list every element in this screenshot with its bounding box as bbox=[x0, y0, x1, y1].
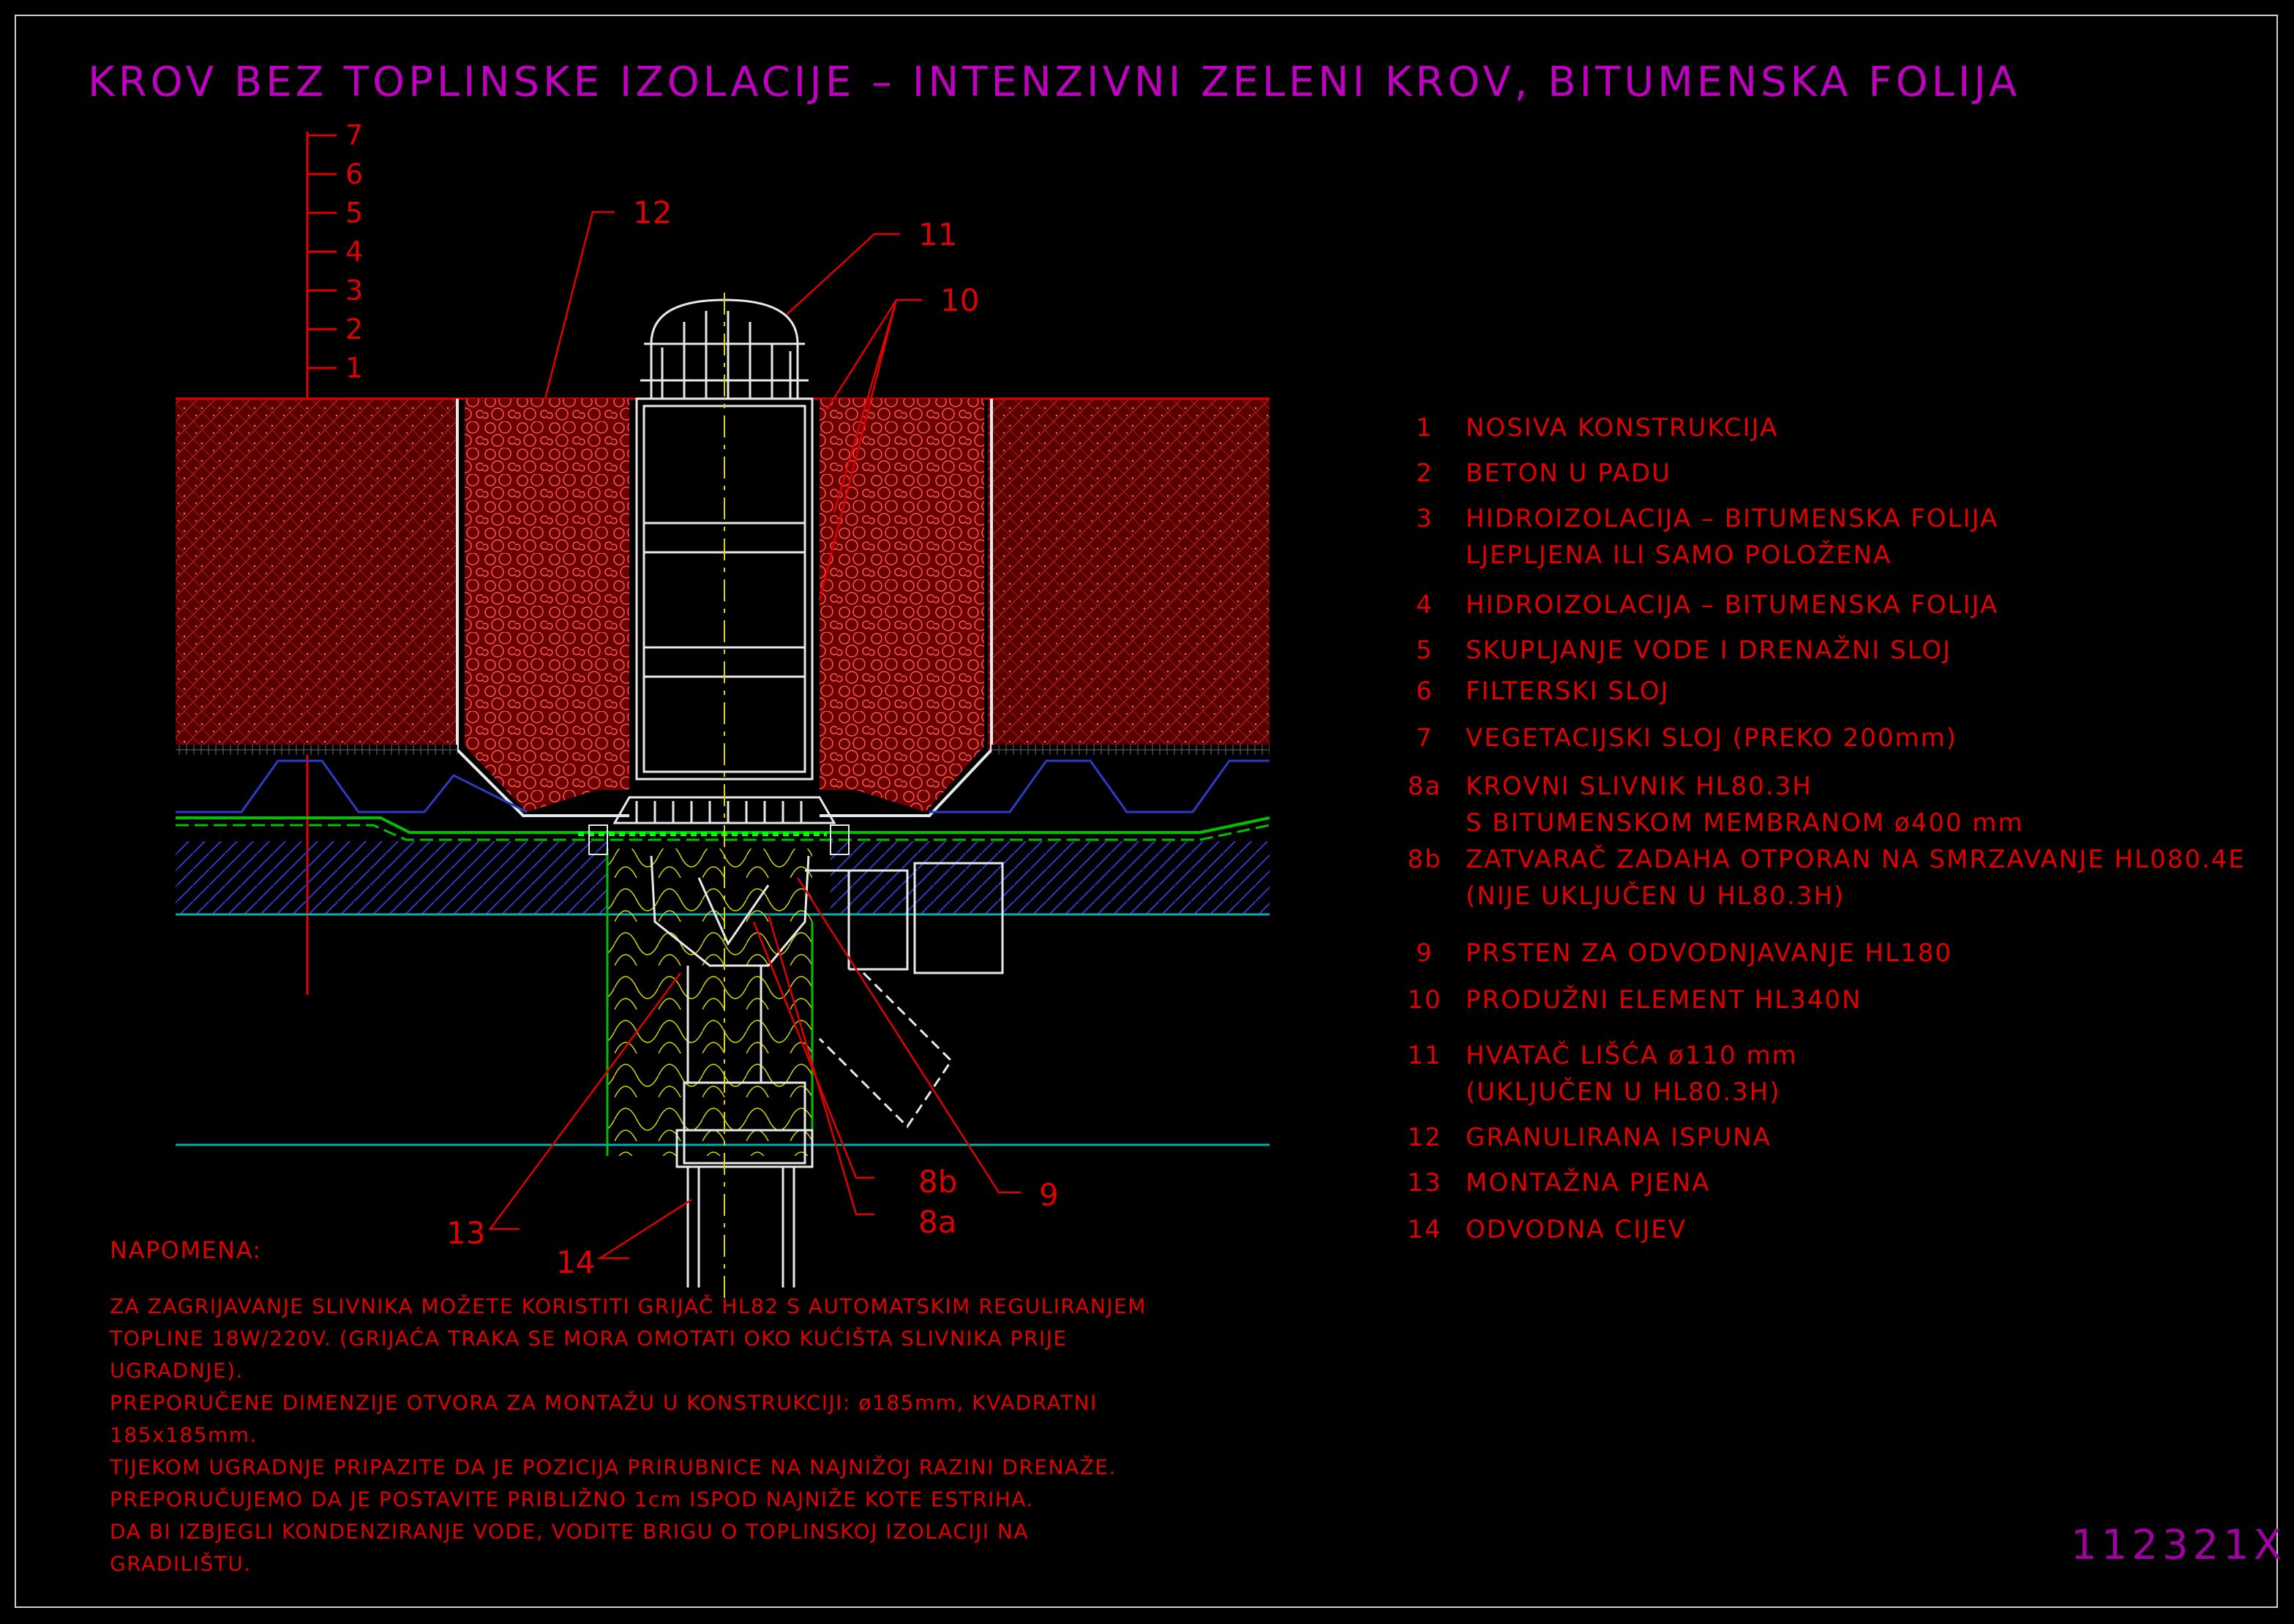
notes-lines: ZA ZAGRIJAVANJE SLIVNIKA MOŽETE KORISTIT… bbox=[110, 1290, 1207, 1580]
legend-number: 5 bbox=[1416, 636, 1433, 665]
drawing-frame bbox=[15, 15, 2278, 1608]
legend-text: S BITUMENSKOM MEMBRANOM ø400 mm bbox=[1466, 808, 2024, 838]
legend-text: ZATVARAČ ZADAHA OTPORAN NA SMRZAVANJE HL… bbox=[1466, 845, 2246, 874]
legend-number: 4 bbox=[1416, 590, 1433, 620]
callout-8b: 8b bbox=[918, 1164, 957, 1200]
legend-number: 3 bbox=[1416, 504, 1433, 533]
legend-number: 11 bbox=[1407, 1041, 1442, 1070]
legend-text: HVATAČ LIŠĆA ø110 mm bbox=[1466, 1041, 1798, 1070]
legend-text: BETON U PADU bbox=[1466, 459, 1671, 488]
legend-text: (NIJE UKLJUČEN U HL80.3H) bbox=[1466, 881, 1845, 911]
legend-text: VEGETACIJSKI SLOJ (PREKO 200mm) bbox=[1466, 723, 1958, 753]
legend-text: PRODUŽNI ELEMENT HL340N bbox=[1466, 985, 1862, 1015]
note-line: DA BI IZBJEGLI KONDENZIRANJE VODE, VODIT… bbox=[110, 1519, 1030, 1544]
drawing-code: 112321X bbox=[2071, 1522, 2287, 1569]
callout-10: 10 bbox=[940, 282, 979, 318]
scale-label: 5 bbox=[345, 197, 363, 229]
scale-label: 3 bbox=[345, 274, 363, 307]
roof-drain bbox=[612, 298, 1004, 1287]
note-line: ZA ZAGRIJAVANJE SLIVNIKA MOŽETE KORISTIT… bbox=[110, 1294, 1147, 1318]
callout-9: 9 bbox=[1039, 1177, 1059, 1213]
structure-and-foam bbox=[176, 849, 1270, 1156]
legend-text: PRSTEN ZA ODVODNJAVANJE HL180 bbox=[1466, 939, 1952, 968]
scale-label: 7 bbox=[345, 119, 363, 151]
legend-number: 1 bbox=[1416, 413, 1433, 443]
note-line: PREPORUČUJEMO DA JE POSTAVITE PRIBLIŽNO … bbox=[110, 1487, 1034, 1511]
callout-8a: 8a bbox=[918, 1204, 956, 1240]
legend-text: KROVNI SLIVNIK HL80.3H bbox=[1466, 772, 1813, 801]
legend-text: LJEPLJENA ILI SAMO POLOŽENA bbox=[1466, 541, 1892, 570]
callout-11: 11 bbox=[918, 217, 957, 252]
waterproofing-layer bbox=[176, 816, 1270, 841]
legend-number: 8a bbox=[1407, 772, 1442, 801]
legend-number: 7 bbox=[1416, 723, 1433, 753]
legend-number: 14 bbox=[1407, 1215, 1442, 1244]
granular-fill bbox=[456, 399, 993, 817]
legend-number: 9 bbox=[1416, 939, 1433, 968]
filter-layer bbox=[176, 745, 1270, 755]
note-line: UGRADNJE). bbox=[110, 1358, 244, 1383]
legend-number: 2 bbox=[1416, 459, 1433, 488]
legend-text: HIDROIZOLACIJA – BITUMENSKA FOLIJA bbox=[1466, 590, 1999, 620]
drawing-title: KROV BEZ TOPLINSKE IZOLACIJE – INTENZIVN… bbox=[88, 59, 2021, 106]
legend-number: 13 bbox=[1407, 1168, 1442, 1198]
vegetation-layer bbox=[176, 397, 1270, 750]
scale-label: 6 bbox=[345, 158, 363, 190]
legend-text: GRANULIRANA ISPUNA bbox=[1466, 1123, 1772, 1152]
callout-14: 14 bbox=[556, 1244, 595, 1280]
legend-number: 6 bbox=[1416, 677, 1433, 706]
legend-text: MONTAŽNA PJENA bbox=[1466, 1168, 1711, 1198]
note-line: PREPORUČENE DIMENZIJE OTVORA ZA MONTAŽU … bbox=[110, 1391, 1098, 1415]
notes-block: NAPOMENA: ZA ZAGRIJAVANJE SLIVNIKA MOŽET… bbox=[110, 1236, 1207, 1580]
scale-label: 4 bbox=[345, 236, 363, 268]
flange-bolts bbox=[588, 824, 850, 855]
legend-number: 10 bbox=[1407, 985, 1442, 1015]
legend-text: FILTERSKI SLOJ bbox=[1466, 677, 1670, 706]
note-line: TOPLINE 18W/220V. (GRIJAĆA TRAKA SE MORA… bbox=[110, 1326, 1068, 1350]
callout-13: 13 bbox=[446, 1215, 485, 1251]
legend-text: SKUPLJANJE VODE I DRENAŽNI SLOJ bbox=[1466, 636, 1952, 665]
note-line: GRADILIŠTU. bbox=[110, 1552, 252, 1576]
legend-number: 12 bbox=[1407, 1123, 1442, 1152]
legend-text: HIDROIZOLACIJA – BITUMENSKA FOLIJA bbox=[1466, 504, 1999, 533]
legend-text: (UKLJUČEN U HL80.3H) bbox=[1466, 1078, 1781, 1107]
scale-label: 2 bbox=[345, 313, 363, 345]
scale-label: 1 bbox=[345, 352, 363, 384]
leader-lines bbox=[488, 211, 1021, 1260]
notes-title: NAPOMENA: bbox=[110, 1236, 262, 1264]
note-line: 185x185mm. bbox=[110, 1423, 258, 1447]
callout-12: 12 bbox=[633, 195, 672, 230]
legend-text: NOSIVA KONSTRUKCIJA bbox=[1466, 413, 1779, 443]
note-line: TIJEKOM UGRADNJE PRIPAZITE DA JE POZICIJ… bbox=[110, 1455, 1117, 1479]
legend-number: 8b bbox=[1407, 845, 1442, 874]
drainage-layer bbox=[176, 759, 1270, 813]
legend-text: ODVODNA CIJEV bbox=[1466, 1215, 1687, 1244]
